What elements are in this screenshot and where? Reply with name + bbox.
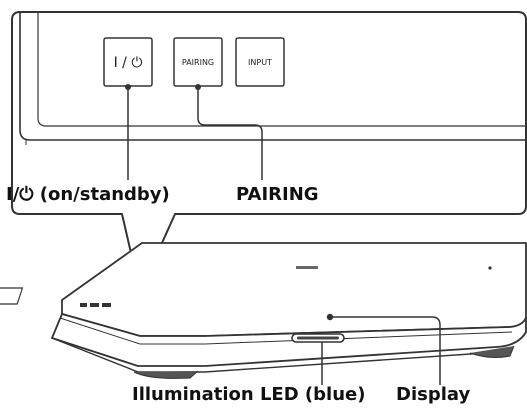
corner-indicator — [488, 266, 492, 270]
power-leader-line — [125, 84, 131, 180]
control-panel-callout: I / ⏻ PAIRING INPUT — [11, 11, 527, 293]
brand-logo-mark — [296, 266, 318, 269]
pairing-button-label: PAIRING — [182, 58, 214, 67]
display-callout-label: Display — [396, 384, 471, 405]
power-callout-label: I/⏻ (on/standby) — [6, 184, 170, 205]
display-leader-line — [330, 316, 441, 385]
pairing-callout-label: PAIRING — [236, 184, 319, 205]
unit-control-buttons — [80, 303, 111, 307]
pairing-leader-line — [195, 84, 263, 180]
right-foot — [469, 345, 515, 358]
unit-top-surface — [61, 242, 527, 337]
input-button[interactable]: INPUT — [235, 37, 285, 87]
illumination-led — [291, 333, 345, 343]
left-foot — [133, 370, 199, 379]
main-unit — [0, 242, 527, 385]
led-callout-label: Illumination LED (blue) — [132, 384, 366, 405]
unit-control-area — [0, 287, 24, 305]
unit-front-face — [51, 313, 527, 367]
power-button-label: I / ⏻ — [114, 55, 143, 71]
input-button-label: INPUT — [248, 58, 272, 67]
power-button[interactable]: I / ⏻ — [103, 37, 153, 87]
pairing-button[interactable]: PAIRING — [173, 37, 223, 87]
